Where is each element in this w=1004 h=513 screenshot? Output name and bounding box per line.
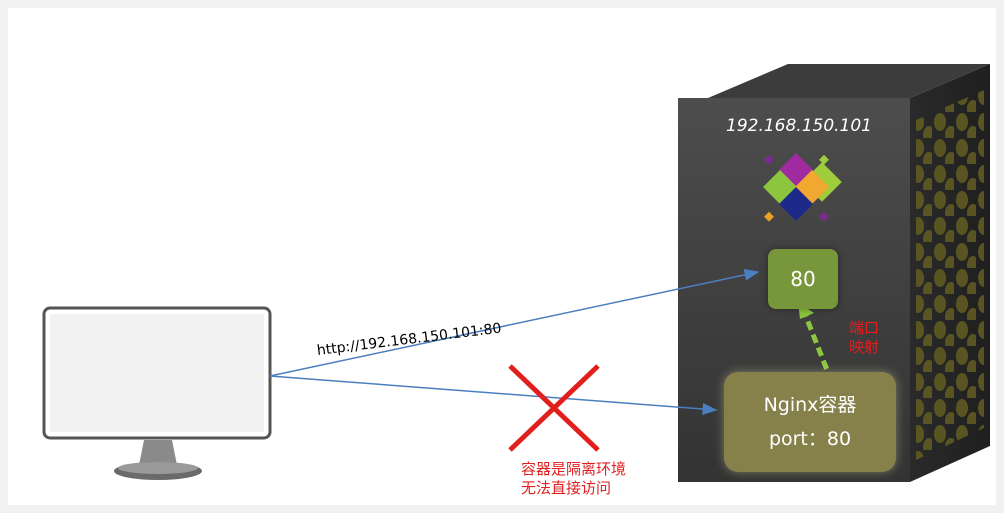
container-name: Nginx容器 <box>763 394 857 416</box>
isolation-line1: 容器是隔离环境 <box>521 460 627 478</box>
diagram-graphics <box>42 64 990 482</box>
port-mapping-line2: 映射 <box>849 338 880 356</box>
host-port-box: 80 <box>768 249 838 309</box>
container-port: port：80 <box>768 428 852 450</box>
request-arrow-to-host <box>269 268 760 377</box>
isolation-line2: 无法直接访问 <box>521 479 612 497</box>
request-arrow-to-container <box>269 375 718 415</box>
isolation-note: 容器是隔离环境 无法直接访问 <box>521 460 626 498</box>
port-mapping-label: 端口 映射 <box>849 319 879 357</box>
diagram-canvas: 192.168.150.101 http://192.168.150.101:8… <box>8 8 996 505</box>
port-mapping-line1: 端口 <box>849 319 880 337</box>
docker-logo-icon <box>763 153 842 222</box>
computer-monitor-icon <box>42 306 272 480</box>
nginx-container-box: Nginx容器 port：80 <box>724 372 896 472</box>
server-ip-label: 192.168.150.101 <box>726 116 873 136</box>
host-port-value: 80 <box>790 267 816 291</box>
server-vent-pattern <box>916 90 984 460</box>
blocked-cross-icon <box>508 364 600 452</box>
server-top-face <box>708 64 990 98</box>
